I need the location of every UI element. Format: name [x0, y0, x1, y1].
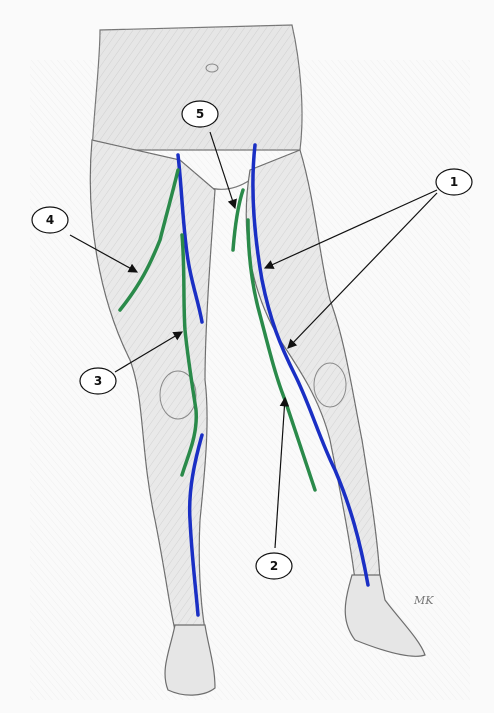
label-2: 2 — [256, 553, 292, 579]
artist-signature: MK — [413, 594, 434, 607]
label-4: 4 — [32, 207, 68, 233]
label-4-text: 4 — [46, 213, 54, 227]
label-1: 1 — [436, 169, 472, 195]
label-2-text: 2 — [270, 559, 278, 573]
label-5: 5 — [182, 101, 218, 127]
label-5-text: 5 — [196, 107, 204, 121]
label-3: 3 — [80, 368, 116, 394]
pelvis-shading — [92, 25, 302, 150]
label-3-text: 3 — [94, 374, 102, 388]
label-1-text: 1 — [450, 175, 458, 189]
left-foot — [165, 625, 215, 695]
